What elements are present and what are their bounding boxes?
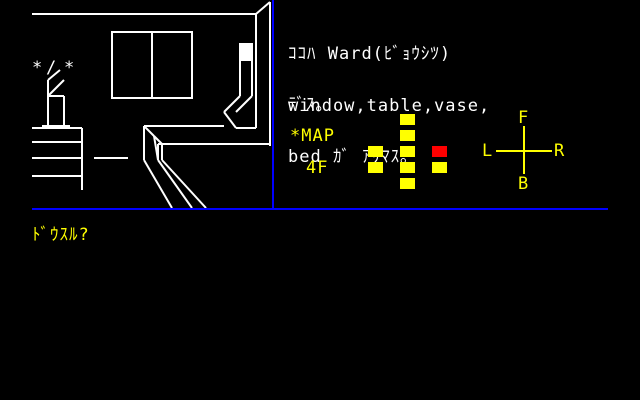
map-cell-current [432,146,447,157]
stem-icon: / [46,58,57,78]
map-cell [400,114,415,125]
floor-map [368,114,452,196]
compass-front: F [518,108,529,128]
description-line: ｺｺﾊ Ward(ﾋﾞｮｳｼﾂ) [288,44,452,64]
items-line: window,table,vase, [288,96,491,116]
room-items: window,table,vase, bed ｶﾞ ｱﾘﾏｽ｡ [288,64,490,183]
map-label: *MAP [290,126,335,146]
horizontal-divider [32,208,608,210]
flower-icon: * [32,58,43,78]
compass: F B L R [478,108,570,194]
room-view: * * / [32,0,272,208]
map-cell [400,162,415,173]
floor-label: 4F [306,158,329,178]
compass-back: B [518,174,529,194]
flower-icon: * [64,58,75,78]
room-description: ｺｺﾊ Ward(ﾋﾞｮｳｼﾂ) ﾃﾞｽ｡ [288,12,451,131]
map-cell [400,178,415,189]
map-cell [368,146,383,157]
map-cell [400,146,415,157]
ceiling-corner-line [255,1,271,15]
command-prompt[interactable]: ﾄﾞｳｽﾙ? [32,225,90,245]
map-cell [432,162,447,173]
map-cell [368,162,383,173]
wall-fixture [239,43,253,61]
compass-left: L [482,141,493,161]
map-cell [400,130,415,141]
description-line: ﾃﾞｽ｡ [288,95,325,115]
compass-right: R [554,141,565,161]
vertical-divider [272,0,274,210]
